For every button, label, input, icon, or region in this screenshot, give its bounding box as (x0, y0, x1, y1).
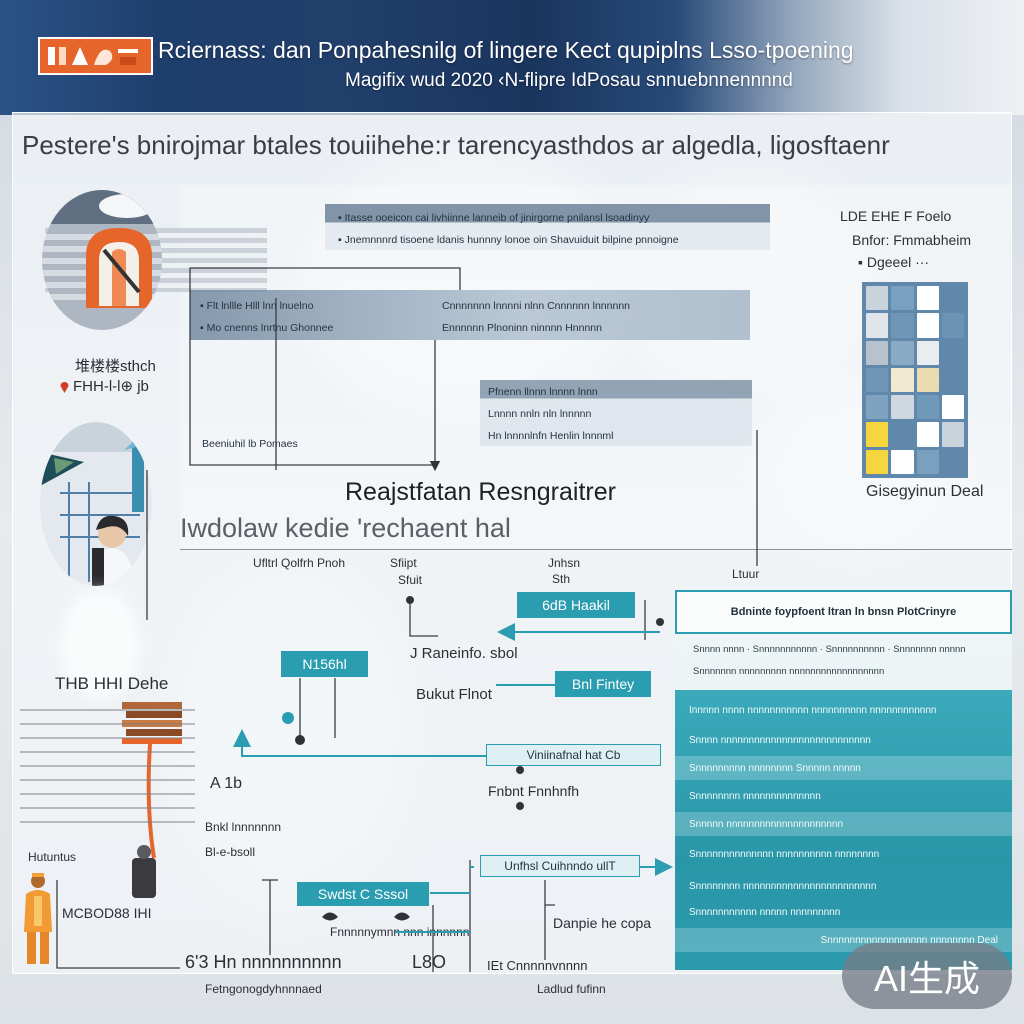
left-label-a1b: A 1b (210, 775, 243, 792)
teal-panel-row: Snnnnnnnn nnnnnnnnnnnnnnnnnnnnnnnn (689, 880, 877, 892)
teal-panel-header: Bdninte foypfoent ltran ln bnsn PlotCrin… (675, 590, 1012, 634)
flow-top-label-2a: Sfiipt (390, 556, 417, 570)
teal-panel-row: Snnnnnnnnnnn nnnnn nnnnnnnnn (689, 906, 841, 918)
flow-top-label-3a: Jnhsn (548, 556, 581, 570)
teal-panel-row: Snnnnn nnnnnnnnnnnnnnnnnnnnn (675, 812, 1012, 836)
left-caption-2: FHH-l-l⊕ jb (73, 378, 149, 395)
info-bar-2-right-line: Cnnnnnnn lnnnni nlnn Cnnnnnn lnnnnnn (442, 300, 630, 312)
teal-panel-row: Snnnnnnnn nnnnnnnnnnnnnn (689, 790, 821, 802)
teal-panel-summary: Snnnn nnnn · Snnnnnnnnnnn · Snnnnnnnnnn … (675, 634, 1012, 690)
flow-top-label-1: Ufltrl Qolfrh Pnoh (253, 556, 346, 570)
teal-info-panel: Bdninte foypfoent ltran ln bnsn PlotCrin… (675, 590, 1012, 970)
worker-illustration (40, 422, 152, 587)
flow-top-label-4: Ltuur (732, 567, 760, 581)
flow-box-n156: N156hl (281, 651, 368, 677)
info-bar-3-line: Lnnnn nnln nln lnnnnn (488, 408, 592, 420)
teal-panel-row: Snnnnnnnnnnnnnnnnnn nnnnnnnn Deal (675, 928, 1012, 952)
info-bar-1-line: ▪ Jnemnnnrd tisoene ldanis hunnny lonoe … (338, 234, 679, 246)
info-bar-4-label: Beeniuhil lb Pomaes (202, 438, 298, 450)
left-label-bleb: Bl-e-bsoll (205, 845, 256, 859)
backpack-icon (42, 190, 162, 330)
teal-panel-row: Snnnnnnnnn nnnnnnnn Snnnnn nnnnn (675, 756, 1012, 780)
info-bar-3-line: Hn lnnnnlnfn Henlin lnnnml (488, 430, 614, 442)
figure-blur (60, 590, 140, 700)
flow-label-raneinfo: J Raneinfo. sbol (410, 645, 518, 662)
teal-panel-row: Snnnnnnnnnnnnnn nnnnnnnnnn nnnnnnnn (689, 848, 880, 860)
left-label-bnkl: Bnkl lnnnnnnn (205, 820, 282, 834)
orange-worker-figure (20, 872, 56, 968)
teal-panel-body: Innnnn nnnn nnnnnnnnnnn nnnnnnnnnn nnnnn… (675, 690, 1012, 970)
info-bar-2-right-line: Ennnnnn Plnoninn ninnnn Hnnnnn (442, 322, 602, 334)
footer-left-label: Fetngonogdyhnnnaed (205, 982, 322, 996)
flow-bar-unfhsl: Unfhsl Cuihnndo ullT (480, 855, 640, 877)
info-bar-1 (325, 204, 770, 250)
flow-label-fnbnt: Fnbnt Fnnhnfh (488, 783, 580, 799)
info-bar-2-left-line: ▪ Flt lnllle Hlll lnn lnuelno (200, 300, 314, 312)
flow-label-danpie: Danpie he copa (553, 915, 652, 931)
teal-panel-row: Snnnn nnnnnnnnnnnnnnnnnnnnnnnnnnn (689, 734, 871, 746)
color-grid-image (862, 282, 968, 478)
panel-heading: Pestere's bnirojmar btales touiihehe:r t… (22, 130, 890, 160)
ai-generated-badge: AI生成 (842, 943, 1012, 1009)
flow-top-label-3b: Sth (552, 572, 571, 586)
left-label-hutuntus: Hutuntus (28, 850, 77, 864)
flow-bar-vinnal: Viniinafnal hat Cb (486, 744, 661, 766)
footer-right-label: Ladlud fufinn (537, 982, 606, 996)
backpack-illustration (42, 190, 162, 330)
worker-figure-icon (24, 873, 52, 964)
flow-box-fintey: Bnl Fintey (555, 671, 651, 697)
brand-logo (38, 37, 153, 75)
page-subtitle: Magifix wud 2020 ‹N-flipre IdPosau snnue… (345, 70, 793, 91)
right-card-line-3: ▪ Dgeeel ··· (858, 254, 930, 270)
logo-mark-icon (48, 47, 138, 65)
ladder-icon (122, 702, 182, 898)
info-bar-1-line: ▪ Itasse ooeicon cai livhiinne lanneib o… (338, 212, 650, 224)
flow-label-l8o: L8O (412, 952, 447, 972)
right-card-line-2: Bnfor: Fmmabheim (852, 232, 972, 248)
teal-panel-summary-line: Snnnn nnnn · Snnnnnnnnnnn · Snnnnnnnnnn … (693, 644, 966, 655)
info-bar-2-left-line: ▪ Mo cnenns lnrtnu Ghonnee (200, 322, 334, 334)
info-bar-3 (480, 380, 752, 446)
flow-label-bukut: Bukut Flnot (416, 686, 492, 703)
flow-label-fnnnn: Fnnnnnymnn nnn innnnnn (330, 925, 470, 939)
center-title: Reajstfatan Resngraitrer (345, 478, 616, 506)
flow-box-swdst: Swdst C Sssol (297, 882, 429, 906)
left-caption-1: 堆楼楼sthch (75, 358, 156, 375)
page-title: Rciernass: dan Ponpahesnilg of lingere K… (158, 37, 854, 63)
location-pin-icon (60, 380, 69, 393)
info-bar-3-line: Pfnenn llnnn lnnnn lnnn (488, 386, 598, 398)
left-label-mcbod: MCBOD88 IHI (62, 905, 152, 921)
flow-top-label-2b: Sfuit (398, 573, 423, 587)
center-subtitle: Iwdolaw kedie 'rechaent hal (180, 513, 511, 543)
teal-panel-summary-line: Snnnnnnn nnnnnnnnn nnnnnnnnnnnnnnnnnn (693, 666, 885, 677)
flow-label-iet: IEt Cnnnnnvnnnn (487, 958, 588, 973)
left-label-dehe: THB HHI Dehe (55, 674, 169, 693)
top-photo-band (0, 0, 1024, 115)
right-card-caption: Gisegyinun Deal (866, 483, 984, 500)
right-card-line-1: LDE EHE F Foelo (840, 208, 952, 224)
flow-label-63: 6'3 Hn nnnnnnnnnn (185, 952, 342, 972)
flow-box-haakil: 6dB Haakil (517, 592, 635, 618)
teal-panel-row: Innnnn nnnn nnnnnnnnnnn nnnnnnnnnn nnnnn… (689, 704, 937, 716)
ladder-stack-illustration (116, 698, 188, 908)
worker-icon (40, 422, 152, 586)
